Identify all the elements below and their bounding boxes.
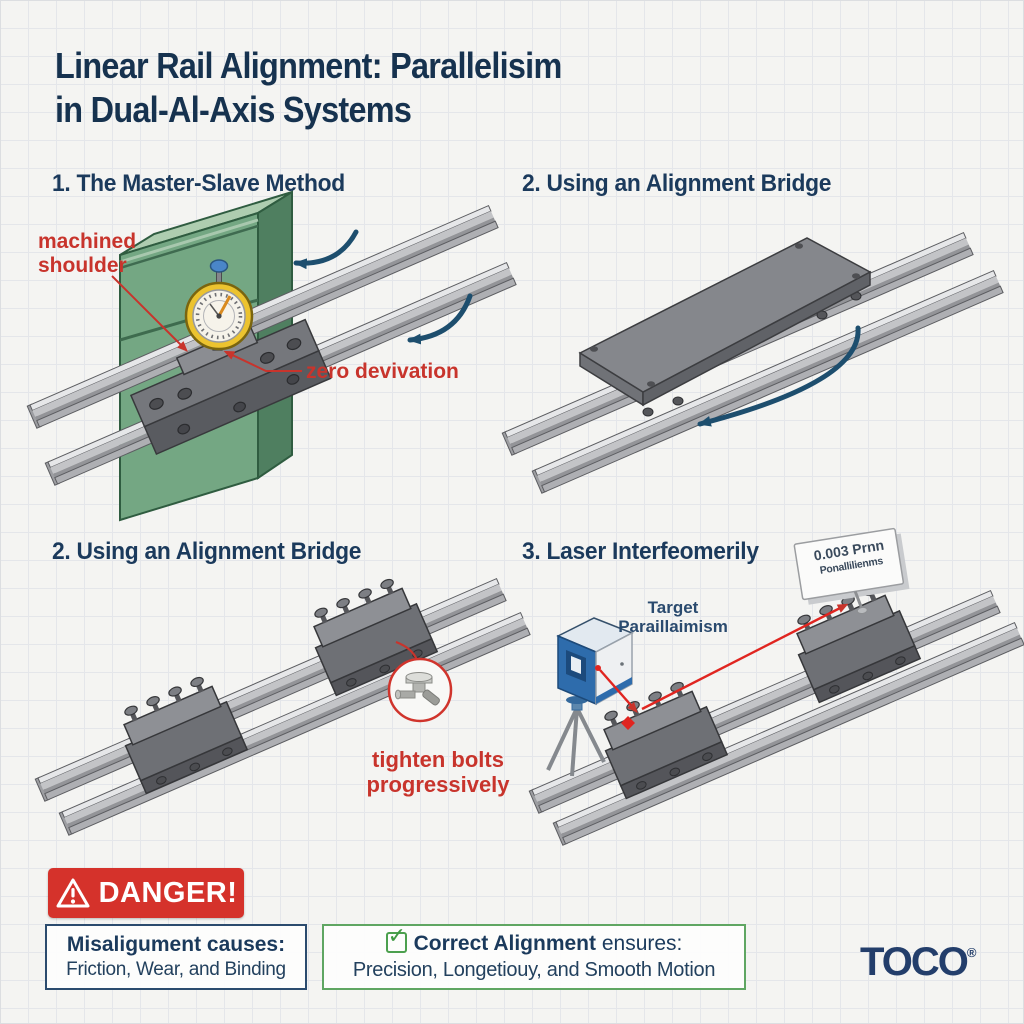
page-title-line1: Linear Rail Alignment: Parallelisim <box>55 45 562 86</box>
warning-triangle-icon <box>56 878 90 908</box>
laser-beam <box>641 603 849 711</box>
diagram-alignment-bridge-top <box>501 232 1004 494</box>
label-zero-deviation: zero devivation <box>306 360 459 383</box>
registered-mark: ® <box>966 945 977 960</box>
misalignment-callout: Misaligument causes: Friction, Wear, and… <box>45 924 307 990</box>
danger-banner: DANGER! <box>48 868 244 918</box>
laser-beam <box>599 669 638 714</box>
section-heading-bridge-top: 2. Using an Alignment Bridge <box>522 170 832 197</box>
laser-interferometer-icon <box>556 617 634 706</box>
section-heading-master-slave: 1. The Master-Slave Method <box>52 170 345 197</box>
misalignment-heading: Misaligument causes: <box>66 933 286 956</box>
label-target-parallelism: Target Paraillaimism <box>618 598 728 637</box>
label-tighten-bolts: tighten bolts progressively <box>366 747 510 797</box>
motion-arrow-icon <box>293 229 359 270</box>
diagram-laser <box>528 527 1024 846</box>
correct-heading-bold: Correct Alignment <box>413 932 597 956</box>
tolerance-sign <box>793 527 910 615</box>
page-title-line2: in Dual-Al-Axis Systems <box>55 88 412 130</box>
bridge-plate <box>578 237 872 417</box>
correct-alignment-callout: ✓Correct Alignment ensures: Precision, L… <box>322 923 746 990</box>
laser-target-marker <box>621 716 635 730</box>
correct-heading: ✓Correct Alignment ensures: <box>324 923 744 957</box>
section-heading-laser: 3. Laser Interfeomerily <box>522 538 759 565</box>
danger-label: DANGER! <box>98 876 238 909</box>
section-heading-bridge-bottom: 2. Using an Alignment Bridge <box>52 538 362 565</box>
diagram-master-slave <box>26 190 517 522</box>
misalignment-body: Friction, Wear, and Binding <box>66 959 286 981</box>
brand-logo: TOCO® <box>860 940 976 985</box>
page-title: Linear Rail Alignment: Parallelisim in D… <box>55 44 685 132</box>
measuring-carriage <box>129 318 332 456</box>
motion-arrow-icon <box>407 293 473 345</box>
dial-indicator-icon <box>184 259 254 351</box>
label-machined-shoulder: machined shoulder <box>38 230 137 277</box>
motion-arrow-icon <box>697 325 861 427</box>
leader-machined-shoulder <box>111 275 188 352</box>
laser-aperture <box>595 665 601 671</box>
rail-clamp <box>111 669 248 795</box>
correct-heading-rest: ensures: <box>596 932 683 956</box>
correct-body: Precision, Longetiouy, and Smooth Motion <box>352 958 716 981</box>
bolt-callout-icon <box>387 657 453 723</box>
checkbox-check-icon: ✓ <box>385 923 407 954</box>
brand-name: TOCO <box>860 940 969 984</box>
leader-zero-deviation <box>223 350 302 372</box>
diagram-alignment-bridge-bottom <box>34 571 531 836</box>
